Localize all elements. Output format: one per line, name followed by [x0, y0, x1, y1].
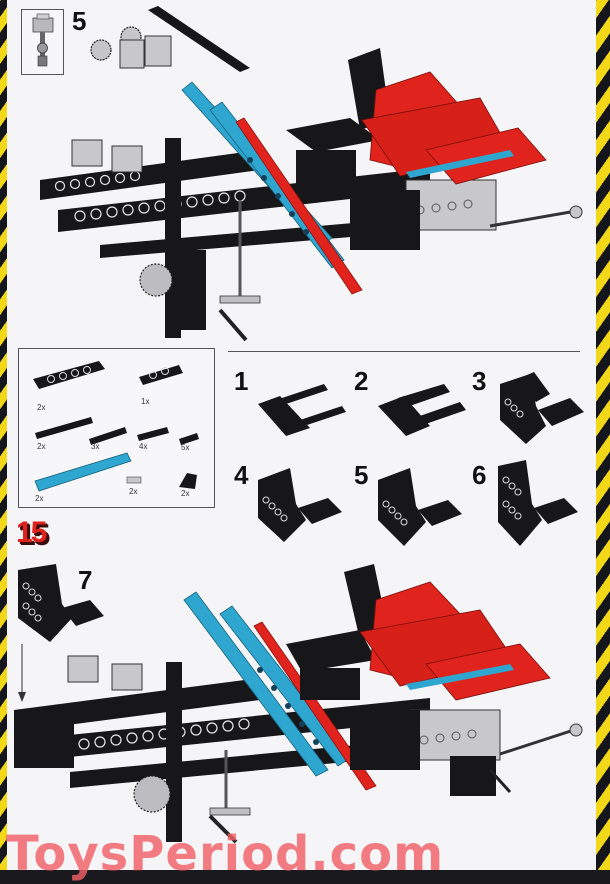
page-bottom-edge: [0, 870, 610, 884]
plate-frame-stage-2-icon: [378, 384, 466, 436]
frame-with-beam-stage-4-icon: [258, 468, 342, 542]
black-slope-brick-icon: [179, 473, 197, 489]
qty-label: 2x: [181, 489, 190, 498]
section-divider: [228, 351, 580, 352]
chassis-assembly-with-red-cab-icon: [40, 6, 583, 342]
substep-number: 4: [234, 460, 249, 490]
black-plate-1x3-icon: [137, 427, 169, 441]
completed-subassembly-icon: [18, 564, 104, 642]
hazard-stripe-left: [0, 0, 7, 870]
parts-list-callout: 2x 1x 2x 3x 4x 5x 2x 2x 2x: [18, 348, 215, 508]
substep-number: 7: [78, 565, 93, 595]
substep-number: 3: [472, 366, 487, 396]
qty-label: 3x: [91, 442, 100, 451]
hazard-stripe-right: [596, 0, 610, 870]
black-plate-1x6-icon: [35, 417, 93, 439]
black-technic-beam-1x6-icon: [33, 361, 105, 389]
qty-label: 2x: [37, 403, 46, 412]
qty-label: 5x: [181, 443, 190, 452]
chassis-assembly-final-icon: [14, 564, 583, 844]
part-callout-box: [21, 9, 64, 75]
blue-plate-1x8-icon: [34, 452, 132, 492]
substep-number: 6: [472, 460, 487, 490]
qty-label: 2x: [35, 494, 44, 503]
qty-label: 2x: [37, 442, 46, 451]
small-gray-brick-with-axle-icon: [32, 13, 54, 67]
substep-number: 5: [354, 460, 369, 490]
frame-with-beams-stage-5-icon: [378, 468, 462, 546]
qty-label: 1x: [141, 397, 150, 406]
plate-frame-stage-1-icon: [258, 384, 346, 436]
substep-number: 2: [354, 366, 369, 396]
qty-label: 4x: [139, 442, 148, 451]
black-plate-1x4-icon: [89, 427, 127, 445]
black-technic-beam-1x4-icon: [139, 365, 183, 385]
step-number-large: 15: [16, 516, 47, 549]
frame-with-beams-stage-6-icon: [498, 460, 578, 546]
step-number: 5: [72, 6, 87, 36]
parts-list-icons: [33, 361, 199, 492]
watermark-text: ToysPeriod.com: [6, 826, 445, 882]
black-plate-1x2-icon: [179, 433, 199, 445]
frame-with-slope-stage-3-icon: [500, 372, 584, 444]
substep-illustrations: [258, 372, 584, 546]
gray-connector-peg-icon: [126, 476, 142, 484]
substep-number: 1: [234, 366, 249, 396]
qty-label: 2x: [129, 487, 138, 496]
